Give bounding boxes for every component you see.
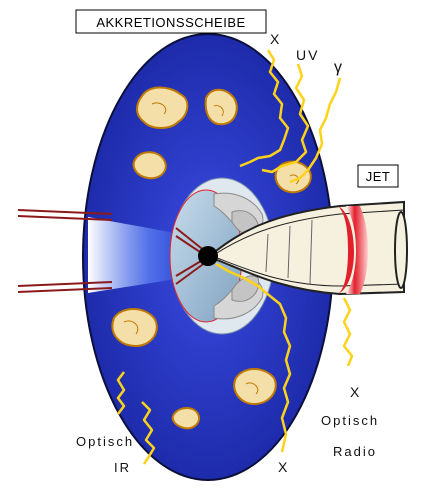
cloud-clump: [111, 308, 158, 348]
jet-label: JET: [366, 169, 391, 184]
cloud-clump: [132, 151, 167, 180]
ray-left-upper: [116, 371, 126, 415]
ray-x-top: [239, 49, 290, 168]
optisch-left-label: Optisch: [76, 434, 134, 449]
x-jet-label: X: [350, 384, 361, 400]
cloud-clump: [136, 86, 189, 129]
cloud-clump: [171, 407, 200, 430]
ray-x-bottom: [215, 262, 292, 453]
radiation-rays: [116, 49, 354, 465]
x-bottom-label: X: [278, 459, 289, 475]
jet: [211, 200, 408, 296]
disk-title: AKKRETIONSSCHEIBE: [96, 15, 245, 30]
jet-label-box: [357, 164, 399, 188]
uv-label: UV: [296, 47, 319, 63]
ray-left-lower: [141, 401, 156, 465]
optisch-jet-label: Optisch: [321, 413, 379, 428]
ir-left-label: IR: [114, 460, 131, 475]
radio-jet-label: Radio: [333, 444, 377, 459]
cloud-clumps: [111, 86, 312, 430]
disk-title-box: [75, 9, 267, 34]
ray-uv: [261, 63, 310, 174]
gamma-label: γ: [334, 59, 344, 76]
ray-x-jet: [342, 297, 354, 367]
black-hole: [198, 246, 218, 266]
ray-gamma: [289, 77, 342, 184]
x-top-label: X: [270, 31, 281, 47]
cloud-clump: [233, 368, 277, 406]
